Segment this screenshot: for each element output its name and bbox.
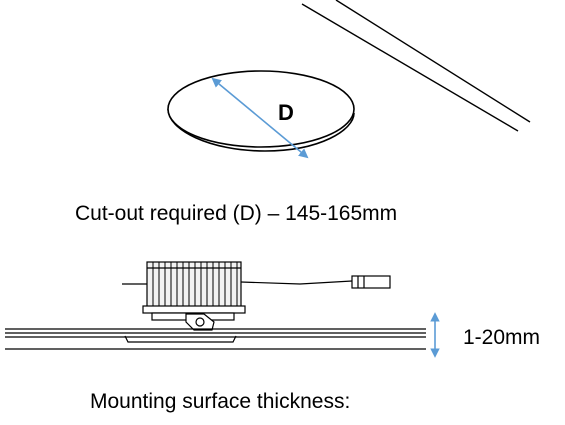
mounting-caption: Mounting surface thickness: (90, 390, 350, 413)
downlight-fixture (122, 261, 391, 343)
diameter-label: D (278, 100, 294, 125)
diameter-arrow (211, 77, 309, 159)
cutout-caption: Cut-out required (D) – 145-165mm (75, 202, 397, 225)
mounting-surface (5, 328, 426, 350)
cutout-hole (167, 70, 355, 152)
thickness-label: 1-20mm (463, 326, 540, 349)
ceiling-board-edge (301, 0, 531, 132)
